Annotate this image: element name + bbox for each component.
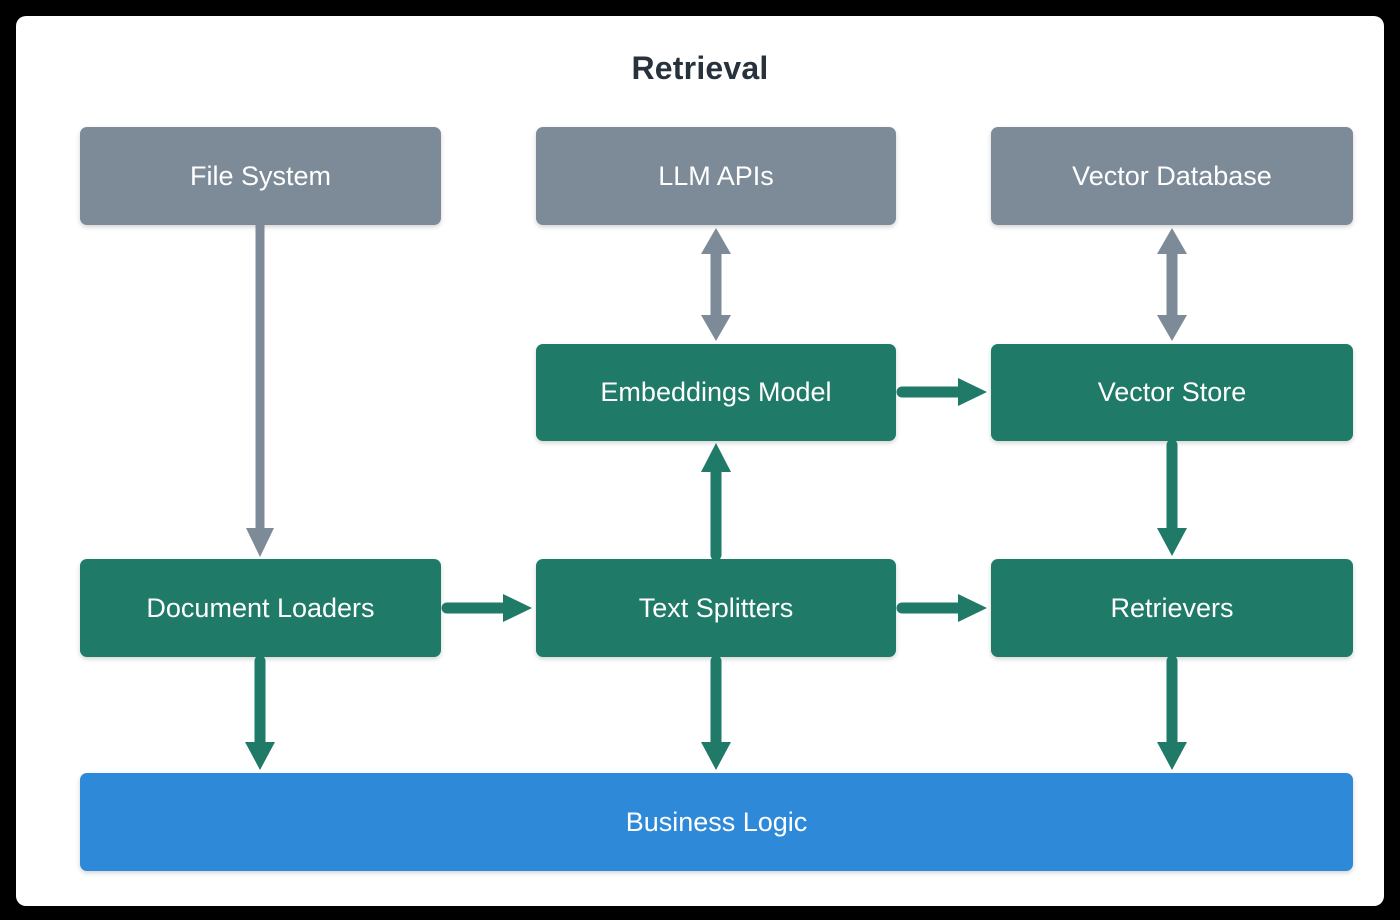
arrow-vector-store-to-retrievers [1156, 439, 1188, 557]
node-file-system[interactable]: File System [80, 127, 441, 225]
node-label: LLM APIs [658, 160, 774, 191]
arrow-text-splitters-to-retrievers [896, 592, 988, 624]
node-document-loaders[interactable]: Document Loaders [80, 559, 441, 657]
diagram-canvas: Retrieval File System LLM APIs Vector Da… [16, 16, 1384, 906]
node-text-splitters[interactable]: Text Splitters [536, 559, 896, 657]
node-label: Document Loaders [146, 592, 375, 623]
node-label: Retrievers [1110, 592, 1234, 623]
node-vector-database[interactable]: Vector Database [991, 127, 1353, 225]
node-vector-store[interactable]: Vector Store [991, 344, 1353, 441]
arrow-document-loaders-to-text-splitters [441, 592, 533, 624]
node-retrievers[interactable]: Retrievers [991, 559, 1353, 657]
arrow-vector-database-vector-store-bidirectional [1156, 227, 1188, 342]
node-business-logic[interactable]: Business Logic [80, 773, 1353, 871]
arrow-file-system-to-document-loaders [244, 220, 276, 559]
arrow-embeddings-model-to-vector-store [896, 376, 988, 408]
arrow-text-splitters-to-business-logic [700, 655, 732, 771]
node-label: Embeddings Model [600, 377, 832, 407]
arrow-text-splitters-to-embeddings-model [700, 443, 732, 561]
arrow-llm-apis-embeddings-model-bidirectional [700, 227, 732, 342]
arrow-retrievers-to-business-logic [1156, 655, 1188, 771]
page-title: Retrieval [631, 50, 769, 86]
node-label: Vector Store [1097, 377, 1247, 407]
node-label: Vector Database [1072, 160, 1272, 191]
node-label: Business Logic [625, 806, 808, 837]
node-embeddings-model[interactable]: Embeddings Model [536, 344, 896, 441]
node-label: Text Splitters [638, 592, 794, 623]
arrow-document-loaders-to-business-logic [244, 655, 276, 771]
node-label: File System [189, 160, 332, 191]
node-llm-apis[interactable]: LLM APIs [536, 127, 896, 225]
